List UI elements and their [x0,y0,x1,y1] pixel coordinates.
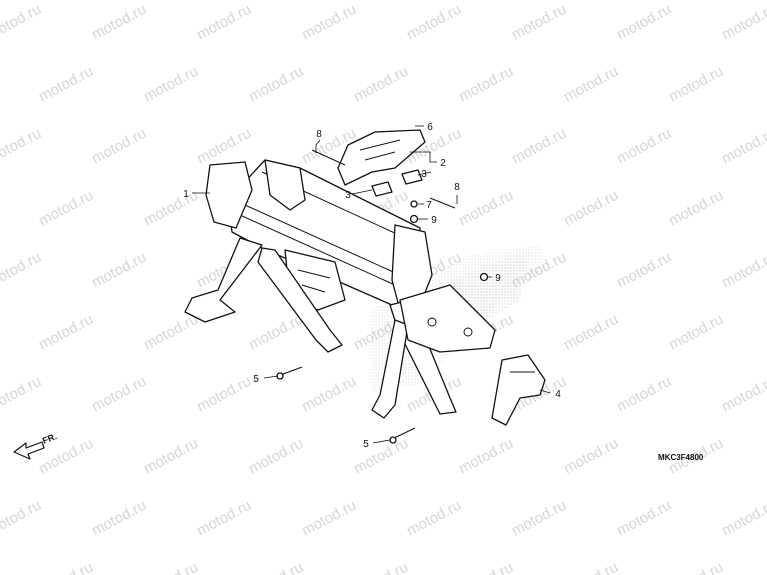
callout-3: 3 [421,169,427,180]
front-label: FR. [41,431,58,446]
watermark-text: motod.ru [194,497,254,540]
callout-9: 9 [431,215,437,226]
watermark-text: motod.ru [509,125,569,168]
watermark-text: motod.ru [456,63,516,106]
collar-parts [371,169,423,197]
watermark-text: motod.ru [89,497,149,540]
watermark-text: motod.ru [456,435,516,478]
watermark-text: motod.ru [36,63,96,106]
watermark-text: motod.ru [719,125,767,168]
watermark-text: motod.ru [614,373,674,416]
watermark-text: motod.ru [614,125,674,168]
watermark-text: motod.ru [666,187,726,230]
watermark-text: motod.ru [509,497,569,540]
watermark-text: motod.ru [404,497,464,540]
side-bracket-part [491,354,546,426]
watermark-text: motod.ru [0,249,44,292]
callout-5: 5 [363,439,369,450]
watermark-text: motod.ru [719,497,767,540]
watermark-text: motod.ru [614,249,674,292]
watermark-text: motod.ru [0,497,44,540]
watermark-text: motod.ru [561,63,621,106]
watermark-text: motod.ru [0,373,44,416]
callout-9: 9 [495,273,501,284]
watermark-text: motod.ru [0,1,44,44]
watermark-text: motod.ru [246,435,306,478]
callout-8: 8 [316,129,322,140]
watermark-text: motod.ru [351,559,411,575]
watermark-text: motod.ru [719,1,767,44]
watermark-text: motod.ru [561,311,621,354]
watermark-text: motod.ru [719,373,767,416]
watermark-text: motod.ru [456,559,516,575]
callout-3: 3 [345,190,351,201]
watermark-text: motod.ru [246,559,306,575]
callout-4: 4 [555,389,561,400]
watermark-text: motod.ru [614,497,674,540]
callouts: 1 2 3 3 4 5 5 6 7 8 8 9 9 [183,122,561,450]
main-frame-part [184,159,496,419]
watermark-text: motod.ru [561,435,621,478]
callout-5: 5 [253,374,259,385]
watermark-text: motod.ru [351,435,411,478]
watermark-text: motod.ru [89,249,149,292]
watermark-text: motod.ru [141,559,201,575]
watermark-text: motod.ru [299,497,359,540]
watermark-text: motod.ru [456,187,516,230]
watermark-text: motod.ru [194,1,254,44]
watermark-text: motod.ru [246,63,306,106]
watermark-text: motod.ru [194,125,254,168]
watermark-text: motod.ru [561,559,621,575]
watermark-text: motod.ru [614,1,674,44]
watermark-text: motod.ru [666,311,726,354]
callout-1: 1 [183,189,189,200]
watermark-text: motod.ru [561,187,621,230]
watermark-text: motod.ru [719,249,767,292]
engine-hanger-bracket [337,129,426,186]
watermark-text: motod.ru [299,1,359,44]
watermark-text: motod.ru [141,63,201,106]
watermark-text: motod.ru [246,311,306,354]
watermark-text: motod.ru [36,311,96,354]
watermark-text: motod.ru [509,1,569,44]
watermark-text: motod.ru [89,373,149,416]
watermark-text: motod.ru [36,187,96,230]
watermark-text: motod.ru [141,311,201,354]
watermark-text: motod.ru [666,63,726,106]
watermark-text: motod.ru [194,373,254,416]
watermark-text: motod.ru [666,559,726,575]
watermark-text: motod.ru [141,435,201,478]
callout-6: 6 [427,122,433,133]
diagram-code: MKC3F4800 [658,453,704,462]
watermark-text: motod.ru [89,125,149,168]
leader-lines [192,125,551,444]
watermark-text: motod.ru [89,1,149,44]
arrow-left-icon [13,441,45,460]
watermark-text: motod.ru [351,63,411,106]
callout-8: 8 [454,182,460,193]
watermark-text: motod.ru [299,373,359,416]
callout-2: 2 [440,158,446,169]
watermark-text: motod.ru [404,1,464,44]
watermark-text: motod.ru [36,559,96,575]
callout-7: 7 [426,200,432,211]
watermark-text: motod.ru [0,125,44,168]
